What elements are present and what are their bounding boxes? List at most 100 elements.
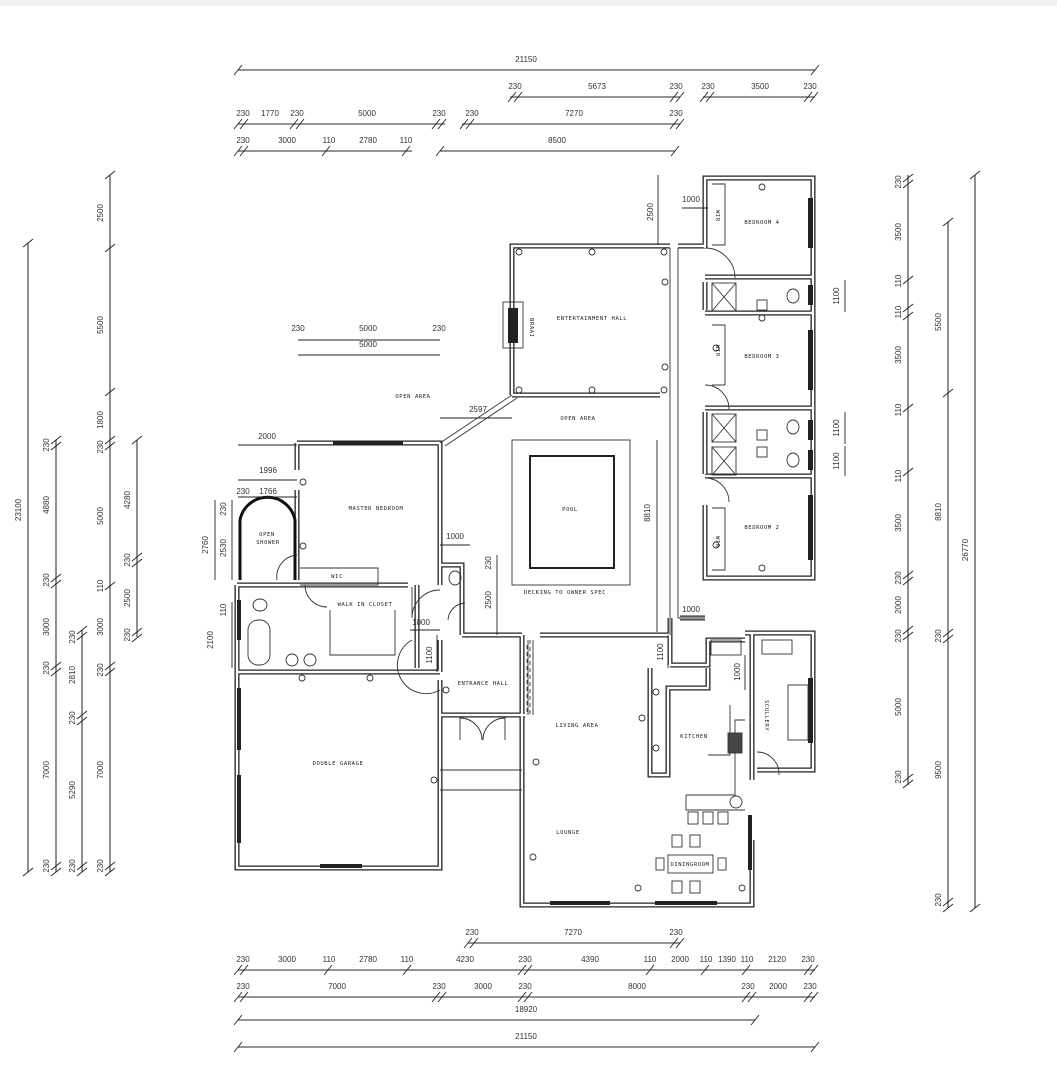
dimension-tick <box>402 964 412 976</box>
dimension-label: 230 <box>894 175 903 189</box>
dimension-label: 7270 <box>565 109 583 118</box>
dimension-tick <box>902 631 914 641</box>
dimension-label: 230 <box>508 82 522 91</box>
dimension-label: 230 <box>290 109 304 118</box>
dimension-label: 4390 <box>581 955 599 964</box>
dimension-tick <box>809 91 819 103</box>
dimension-label: 3000 <box>278 136 296 145</box>
dim-hall-1100: 1100 <box>425 646 434 664</box>
dimension-tick <box>76 867 88 877</box>
dimension-label: 230 <box>669 109 683 118</box>
dim-bath-2100: 2100 <box>206 631 215 649</box>
dimension-tick <box>675 937 685 949</box>
dimension-label: 230 <box>894 770 903 784</box>
room-lounge: LOUNGE <box>556 830 579 836</box>
dimension-label: 1770 <box>261 109 279 118</box>
dim-bath-2: 1100 <box>832 419 841 437</box>
dimension-label: 230 <box>68 859 77 873</box>
dimension-label: 5500 <box>96 316 105 334</box>
room-kitchen: KITCHEN <box>680 734 707 740</box>
dimension-tick <box>517 991 527 1003</box>
dimension-tick <box>131 558 143 568</box>
room-labels: ENTERTAINMENT HALL BRAAI OPEN AREA OPEN … <box>256 210 779 868</box>
dimension-label: 110 <box>741 955 754 964</box>
dim-bath-3: 1100 <box>832 452 841 470</box>
dimension-tick <box>104 441 116 451</box>
dimension-tick <box>233 118 243 130</box>
dimension-tick <box>902 403 914 413</box>
dimension-label: 110 <box>894 469 903 482</box>
dimension-label: 7000 <box>96 761 105 779</box>
dimension-tick <box>104 667 116 677</box>
dimension-label: 4230 <box>456 955 474 964</box>
dimension-label: 2810 <box>68 666 77 684</box>
dimension-label: 230 <box>669 928 683 937</box>
interior-dimensions: 1000 2500 1100 1100 1100 230 5000 230 50… <box>201 175 846 690</box>
dimension-tick <box>435 145 445 157</box>
dimension-label: 21150 <box>515 1032 537 1041</box>
dimension-label: 110 <box>644 955 657 964</box>
dimension-tick <box>810 64 820 76</box>
dimension-tick <box>131 552 143 562</box>
dimension-tick <box>233 991 243 1003</box>
dim-pool-8810: 8810 <box>643 504 652 522</box>
dimension-tick <box>942 628 954 638</box>
dimension-label: 110 <box>894 403 903 416</box>
dimension-tick <box>699 91 709 103</box>
dimension-tick <box>401 145 411 157</box>
dim-corr-1000: 1000 <box>682 605 700 614</box>
dimension-tick <box>942 388 954 398</box>
dimension-tick <box>233 64 243 76</box>
room-dining-room: DININGROOM <box>670 862 709 868</box>
dimension-tick <box>741 991 751 1003</box>
dimension-label: 230 <box>518 955 532 964</box>
dim-bed4-height: 2500 <box>646 203 655 221</box>
dimension-tick <box>104 170 116 180</box>
dimension-label: 230 <box>68 711 77 725</box>
dimension-label: 2500 <box>123 589 132 607</box>
dimension-tick <box>239 964 249 976</box>
room-living-area: LIVING AREA <box>555 723 598 729</box>
dimension-tick <box>507 91 517 103</box>
dimension-tick <box>902 625 914 635</box>
dimension-label: 230 <box>432 109 446 118</box>
dimension-tick <box>969 170 981 180</box>
dimension-label: 2500 <box>96 204 105 222</box>
dim-diagonal: 2597 <box>469 405 487 414</box>
dimension-tick <box>104 243 116 253</box>
dimension-label: 2780 <box>359 955 377 964</box>
dimension-label: 5673 <box>588 82 606 91</box>
dimension-tick <box>76 710 88 720</box>
dimension-tick <box>465 118 475 130</box>
windows <box>237 198 813 905</box>
dimension-label: 3000 <box>278 955 296 964</box>
dimension-tick <box>803 991 813 1003</box>
dimension-label: 230 <box>701 82 715 91</box>
dimension-tick <box>469 937 479 949</box>
dimension-label: 110 <box>894 274 903 287</box>
dimension-label: 2000 <box>894 596 903 614</box>
dimension-tick <box>669 91 679 103</box>
dimension-tick <box>233 1041 243 1053</box>
dim-bath-1: 1100 <box>832 287 841 305</box>
dimension-label: 5000 <box>358 109 376 118</box>
dimension-label: 230 <box>236 955 250 964</box>
dimension-tick <box>942 634 954 644</box>
dimension-tick <box>942 217 954 227</box>
dimension-label: 2780 <box>359 136 377 145</box>
dim-m-1996: 1996 <box>259 466 277 475</box>
dimension-label: 230 <box>42 859 51 873</box>
dimension-label: 230 <box>432 982 446 991</box>
dimension-tick <box>902 467 914 477</box>
dimension-tick <box>523 991 533 1003</box>
dimension-tick <box>431 118 441 130</box>
dimension-label: 7270 <box>564 928 582 937</box>
dimension-label: 9500 <box>934 761 943 779</box>
dim-m-230: 230 <box>236 487 250 496</box>
dimension-tick <box>902 173 914 183</box>
dimension-tick <box>700 964 710 976</box>
pool <box>529 455 615 569</box>
dim-m-2000: 2000 <box>258 432 276 441</box>
dimension-label: 230 <box>803 982 817 991</box>
